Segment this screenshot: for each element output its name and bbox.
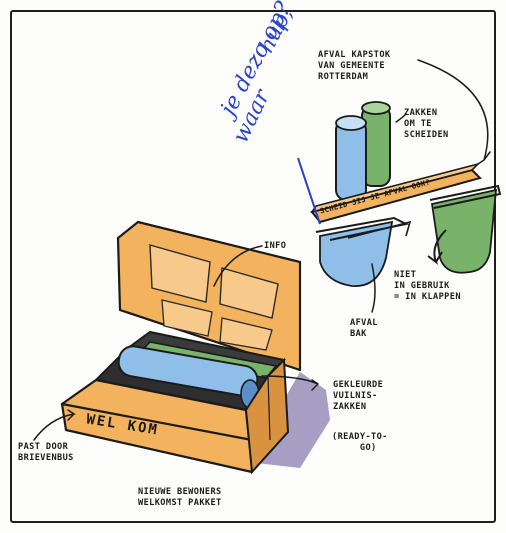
blue-roll: [336, 120, 366, 200]
label-ready-to-go: (READY-TO- GO): [332, 432, 388, 454]
label-nieuwe-bewoners: NIEUWE BEWONERS WELKOMST PAKKET: [138, 487, 222, 509]
pen-stroke: [298, 158, 320, 224]
hanging-blue-bag: [320, 222, 392, 286]
label-info: INFO: [264, 241, 286, 252]
label-afval-bak: AFVAL BAK: [350, 318, 378, 340]
label-niet-gebruik: NIET IN GEBRUIK = IN KLAPPEN: [394, 270, 461, 303]
label-gekleurde-zakken: GEKLEURDE VUILNIS- ZAKKEN: [333, 380, 383, 413]
label-past-door: PAST DOOR BRIEVENBUS: [18, 442, 74, 464]
label-afval-kapstok: AFVAL KAPSTOK VAN GEMEENTE ROTTERDAM: [318, 50, 390, 83]
welcome-package: [62, 222, 330, 472]
label-zakken: ZAKKEN OM TE SCHEIDEN: [404, 108, 449, 141]
